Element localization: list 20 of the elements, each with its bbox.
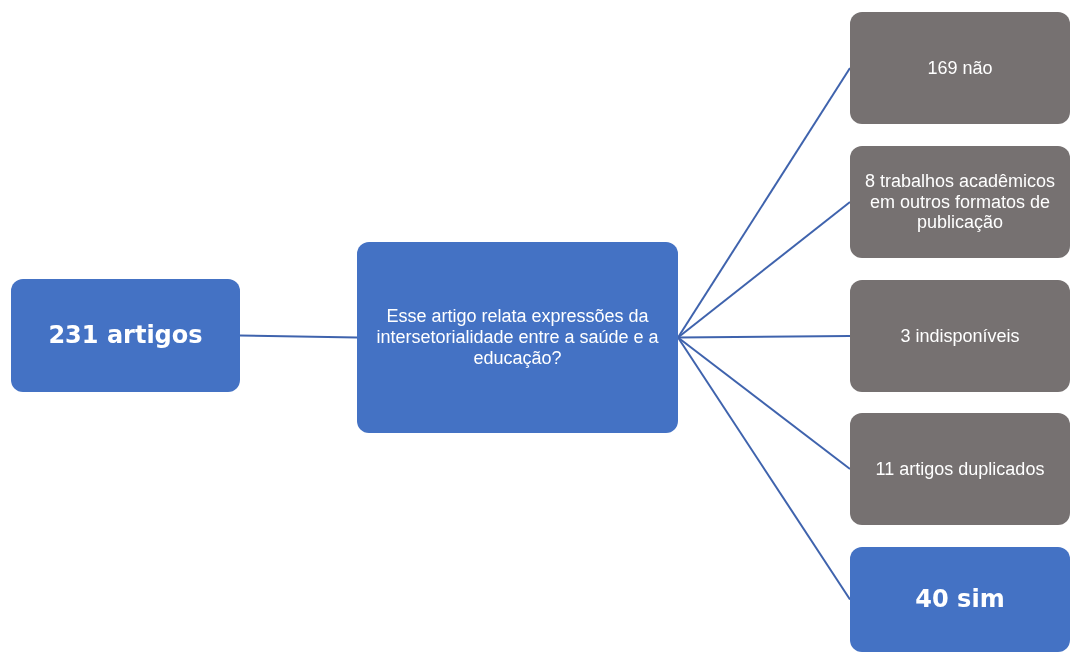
box-label: 169 não: [927, 57, 993, 79]
connector-line: [677, 336, 851, 470]
box-label: 40 sim: [915, 585, 1005, 614]
excluded-box: [850, 146, 1070, 258]
result-box: [11, 279, 240, 392]
connector-line: [677, 201, 851, 339]
excluded-box: [850, 280, 1070, 392]
excluded-box: [850, 12, 1070, 124]
excluded-box: [850, 413, 1070, 525]
connector-line: [677, 336, 851, 601]
box-label: 231 artigos: [48, 321, 203, 350]
connector-line: [677, 67, 851, 339]
connector-line: [677, 335, 851, 339]
box-label: Esse artigo relata expressões da intersetorialidade entre a saúde e a educação?: [375, 306, 660, 369]
box-label: 3 indisponíveis: [900, 325, 1020, 347]
box-label: 8 trabalhos acadêmicos em outros formatos de publicação: [863, 170, 1057, 234]
question-box: [357, 242, 678, 433]
box-label: 11 artigos duplicados: [875, 458, 1045, 480]
result-box: [850, 547, 1070, 652]
connector-line: [239, 334, 358, 339]
